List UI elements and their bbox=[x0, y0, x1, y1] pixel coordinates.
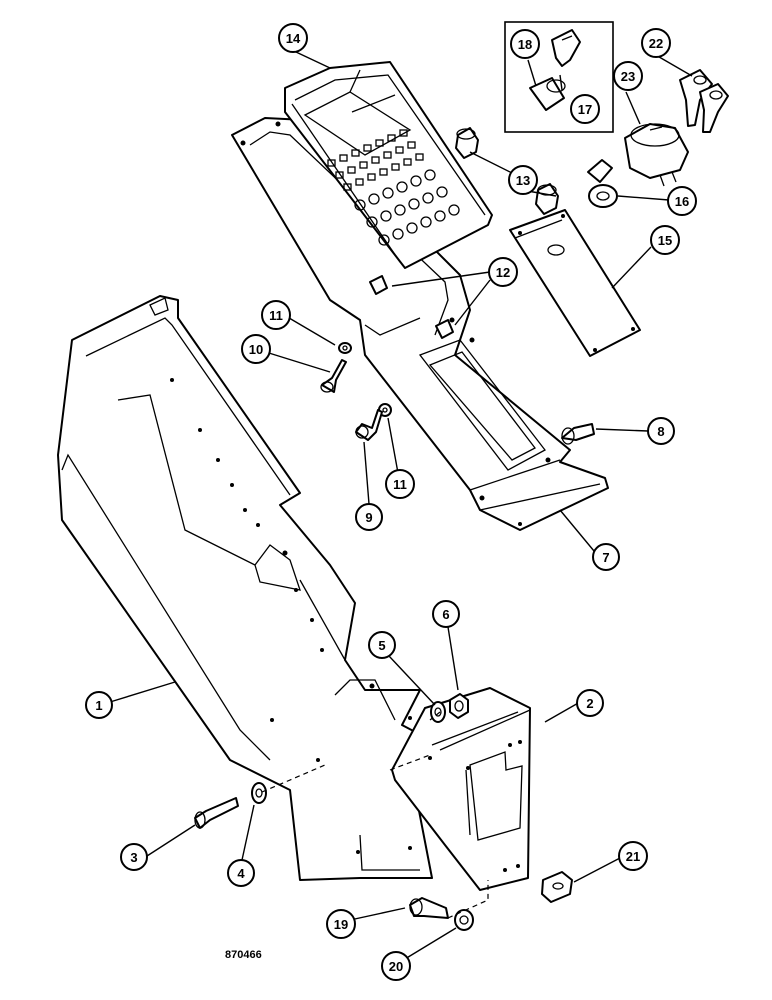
callout-16-label: 16 bbox=[675, 194, 689, 209]
fasteners-part-12 bbox=[369, 275, 454, 339]
washer-part-4 bbox=[251, 782, 267, 804]
callout-2[interactable]: 2 bbox=[576, 689, 604, 717]
callout-12[interactable]: 12 bbox=[488, 257, 518, 287]
callout-5-label: 5 bbox=[378, 638, 385, 653]
washer-part-5 bbox=[430, 701, 446, 723]
callout-3-label: 3 bbox=[130, 850, 137, 865]
callout-11b[interactable]: 11 bbox=[385, 469, 415, 499]
callout-6-label: 6 bbox=[442, 607, 449, 622]
callout-8-label: 8 bbox=[657, 424, 664, 439]
nut-part-6 bbox=[449, 693, 469, 719]
callout-20[interactable]: 20 bbox=[381, 951, 411, 981]
callout-13-label: 13 bbox=[516, 173, 530, 188]
callout-7-label: 7 bbox=[602, 550, 609, 565]
figure-reference-code: 870466 bbox=[225, 949, 262, 961]
callout-23[interactable]: 23 bbox=[613, 61, 643, 91]
callout-8[interactable]: 8 bbox=[647, 417, 675, 445]
end-bracket-part-2 bbox=[391, 687, 531, 891]
clip-nut-part-21 bbox=[541, 871, 573, 903]
callout-12-label: 12 bbox=[496, 265, 510, 280]
callout-15-label: 15 bbox=[658, 233, 672, 248]
callout-10[interactable]: 10 bbox=[241, 334, 271, 364]
callout-7[interactable]: 7 bbox=[592, 543, 620, 571]
inset-box-parts-17-18 bbox=[504, 21, 614, 133]
callout-23-label: 23 bbox=[621, 69, 635, 84]
callout-3[interactable]: 3 bbox=[120, 843, 148, 871]
bolt-part-19 bbox=[409, 897, 449, 919]
callout-22-label: 22 bbox=[649, 36, 663, 51]
keypad-module-part-14 bbox=[284, 61, 493, 269]
callout-21[interactable]: 21 bbox=[618, 841, 648, 871]
callout-11a[interactable]: 11 bbox=[261, 300, 291, 330]
callout-5[interactable]: 5 bbox=[368, 631, 396, 659]
callout-21-label: 21 bbox=[626, 849, 640, 864]
callout-13[interactable]: 13 bbox=[508, 165, 538, 195]
callout-6[interactable]: 6 bbox=[432, 600, 460, 628]
assembly-lines bbox=[261, 711, 489, 919]
callout-19[interactable]: 19 bbox=[326, 909, 356, 939]
screw-part-8 bbox=[561, 423, 595, 445]
bolt-part-3 bbox=[194, 797, 239, 829]
keypad-buttons bbox=[327, 129, 460, 246]
cover-plate-part-15 bbox=[509, 209, 641, 357]
switch-cover-part-16 bbox=[587, 159, 618, 208]
callout-16[interactable]: 16 bbox=[667, 186, 697, 216]
screw-part-10 bbox=[320, 359, 347, 393]
callout-22[interactable]: 22 bbox=[641, 28, 671, 58]
callout-1[interactable]: 1 bbox=[85, 691, 113, 719]
washer-part-11a bbox=[338, 342, 352, 354]
keys-part-22 bbox=[679, 69, 729, 133]
callout-11a-label: 11 bbox=[269, 308, 283, 323]
callout-17-label: 17 bbox=[578, 102, 592, 117]
callout-18[interactable]: 18 bbox=[510, 29, 540, 59]
callout-17[interactable]: 17 bbox=[570, 94, 600, 124]
callout-10-label: 10 bbox=[249, 342, 263, 357]
callout-9-label: 9 bbox=[365, 510, 372, 525]
console-housing-part-1 bbox=[57, 295, 441, 881]
ignition-switch-part-23 bbox=[624, 123, 689, 187]
callout-4[interactable]: 4 bbox=[227, 859, 255, 887]
washer-part-20 bbox=[454, 909, 474, 931]
callout-11b-label: 11 bbox=[393, 477, 407, 492]
callout-14[interactable]: 14 bbox=[278, 23, 308, 53]
screw-part-9 bbox=[355, 409, 383, 441]
caps-part-13 bbox=[455, 127, 559, 215]
callout-1-label: 1 bbox=[95, 698, 102, 713]
callout-20-label: 20 bbox=[389, 959, 403, 974]
callout-14-label: 14 bbox=[286, 31, 301, 46]
callout-4-label: 4 bbox=[237, 866, 245, 881]
callout-9[interactable]: 9 bbox=[355, 503, 383, 531]
callout-2-label: 2 bbox=[586, 696, 593, 711]
callout-18-label: 18 bbox=[518, 37, 532, 52]
callout-15[interactable]: 15 bbox=[650, 225, 680, 255]
callout-19-label: 19 bbox=[334, 917, 348, 932]
